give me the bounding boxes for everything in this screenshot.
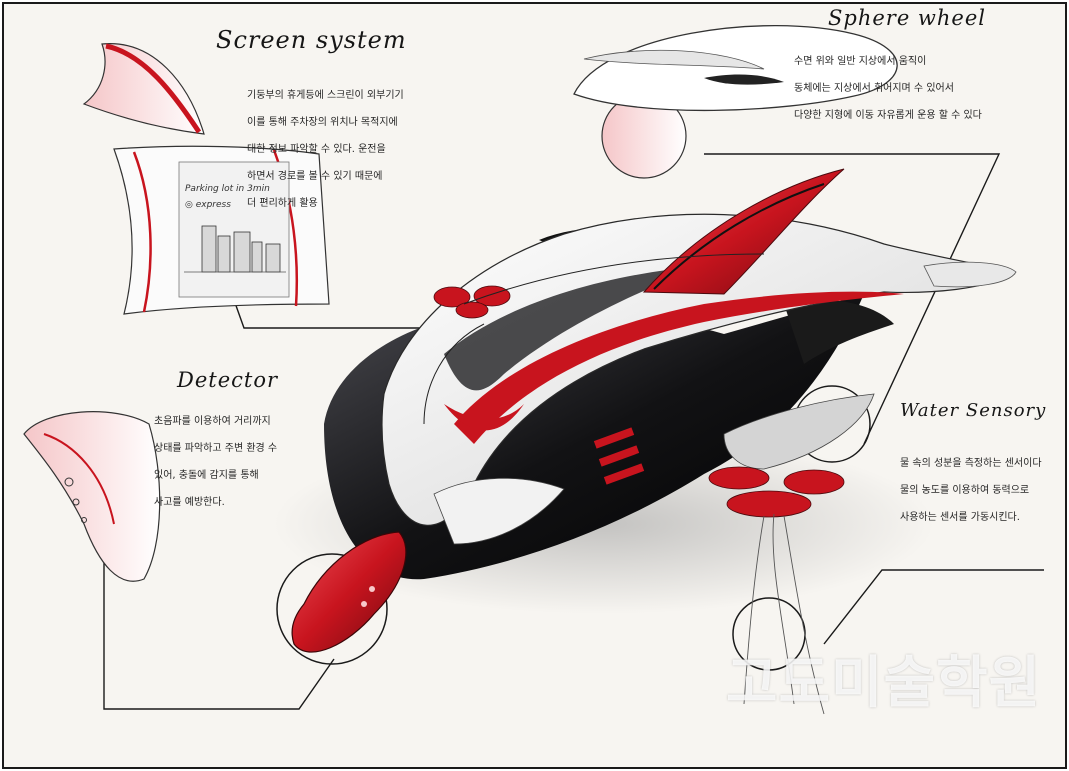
top-propeller: [433, 285, 511, 319]
water-sensory-title: Water Sensory: [900, 400, 1047, 421]
screen-system-notes: 기둥부의 휴게등에 스크린이 외부기기 이를 통해 주차장의 위치나 목적지에 …: [247, 82, 404, 217]
sphere-wheel-detail: [573, 25, 898, 179]
note-line: 대한 정보 파악할 수 있다. 운전을: [247, 144, 386, 155]
sphere-wheel-title: Sphere wheel: [828, 6, 986, 30]
note-line: 수면 위와 일반 지상에서 움직이: [794, 56, 927, 67]
screen-display-caption: Parking lot in 3min: [185, 184, 270, 194]
vehicle-sketch: [23, 25, 1044, 715]
detector-notes: 초음파를 이용하여 거리까지 상태를 파악하고 주변 환경 수 있어, 충돌에 …: [154, 408, 277, 516]
note-line: 이를 통해 주차장의 위치나 목적지에: [247, 117, 398, 128]
note-line: 상태를 파악하고 주변 환경 수: [154, 443, 278, 454]
note-line: 사고를 예방한다.: [154, 497, 225, 508]
screen-system-detail: [82, 43, 330, 315]
academy-watermark: 고도미술학원: [726, 651, 1042, 716]
water-sensory-notes: 물 속의 성분을 측정하는 센서이다 물의 농도를 이용하여 동력으로 사용하는…: [900, 450, 1042, 531]
note-line: 다양한 지형에 이동 자유롭게 운용 할 수 있다: [794, 110, 982, 121]
note-line: 물 속의 성분을 측정하는 센서이다: [900, 458, 1042, 469]
note-line: 물의 농도를 이용하여 동력으로: [900, 485, 1030, 496]
water-propeller: [708, 466, 845, 518]
main-vehicle: [291, 168, 1017, 715]
note-line: 초음파를 이용하여 거리까지: [154, 416, 271, 427]
note-line: 있어, 충돌에 감지를 통해: [154, 470, 259, 481]
detector-detail: [23, 411, 161, 582]
screen-system-title: Screen system: [216, 26, 407, 54]
screen-display-subcaption: ◎ express: [185, 200, 231, 210]
note-line: 하면서 경로를 볼 수 있기 때문에: [247, 171, 383, 182]
sphere-wheel-notes: 수면 위와 일반 지상에서 움직이 동체에는 지상에서 휘어지며 수 있어서 다…: [794, 48, 982, 129]
detector-title: Detector: [177, 368, 279, 392]
note-line: 사용하는 센서를 가동시킨다.: [900, 512, 1020, 523]
note-line: 더 편리하게 활용: [247, 198, 318, 209]
note-line: 동체에는 지상에서 휘어지며 수 있어서: [794, 83, 954, 94]
sensor-wires: [743, 513, 825, 715]
note-line: 기둥부의 휴게등에 스크린이 외부기기: [247, 90, 404, 101]
